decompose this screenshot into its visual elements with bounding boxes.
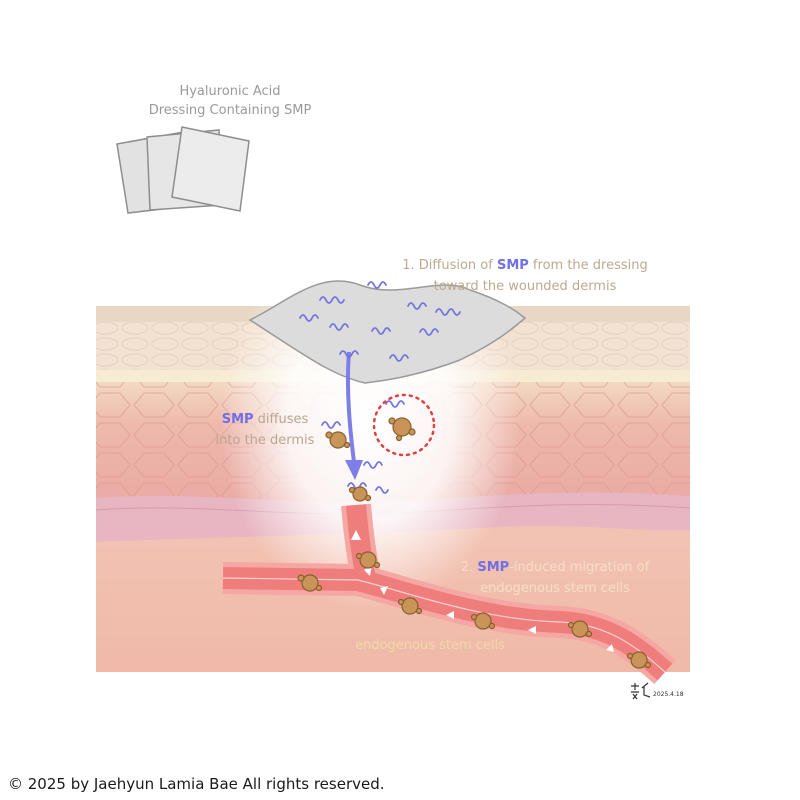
- stem-cell: [348, 486, 372, 502]
- diffusion-arrow: [345, 351, 363, 480]
- artist-signature: 2025.4.18: [631, 682, 684, 700]
- dressing-sheet: [248, 280, 527, 384]
- step2-smp: SMP: [477, 560, 510, 575]
- step2-suffix: -induced migration of: [509, 560, 650, 575]
- stem-cell: [470, 612, 496, 630]
- highlight-circle: [372, 393, 436, 457]
- step1-line2: toward the wounded dermis: [433, 279, 617, 294]
- step2-prefix: 2.: [460, 560, 478, 575]
- smp-molecules: [299, 281, 461, 494]
- step1-smp: SMP: [496, 258, 529, 273]
- stem-cell: [297, 574, 323, 592]
- stem-cell: [397, 597, 423, 615]
- stem-cell: [388, 417, 416, 442]
- dressing-title-line1: Hyaluronic Acid: [179, 84, 281, 99]
- step1-label: 1. Diffusion of SMP from the dressing to…: [350, 255, 700, 297]
- diffusion-line1: SMP diffuses: [190, 409, 340, 430]
- blood-vessel: [222, 503, 676, 685]
- stem-cells: [297, 417, 652, 669]
- step1-suffix: from the dressing: [528, 258, 648, 273]
- stem-cell: [355, 551, 381, 569]
- step2-label: 2. SMP-induced migration of endogenous s…: [420, 557, 690, 599]
- step2-line2: endogenous stem cells: [480, 581, 630, 596]
- dressing-stack-icon: [116, 126, 250, 214]
- step2-line1: 2. SMP-induced migration of: [420, 557, 690, 578]
- step1-prefix: 1. Diffusion of: [402, 258, 497, 273]
- stem-cell: [325, 431, 351, 449]
- copyright-notice: © 2025 by Jaehyun Lamia Bae All rights r…: [8, 775, 385, 793]
- flow-arrows: [351, 530, 614, 652]
- step1-line1: 1. Diffusion of SMP from the dressing: [350, 255, 700, 276]
- dressing-title: Hyaluronic Acid Dressing Containing SMP: [100, 82, 360, 120]
- diffusion-suffix: diffuses: [253, 412, 309, 427]
- diffusion-label: SMP diffuses into the dermis: [190, 409, 340, 451]
- stem-cell: [626, 651, 652, 669]
- stem-cell: [567, 620, 593, 638]
- diffusion-smp: SMP: [221, 412, 254, 427]
- vessel-label: endogenous stem cells: [355, 638, 505, 653]
- signature-date: 2025.4.18: [653, 691, 684, 698]
- dressing-title-line2: Dressing Containing SMP: [148, 103, 312, 118]
- diffusion-line2: into the dermis: [215, 433, 315, 448]
